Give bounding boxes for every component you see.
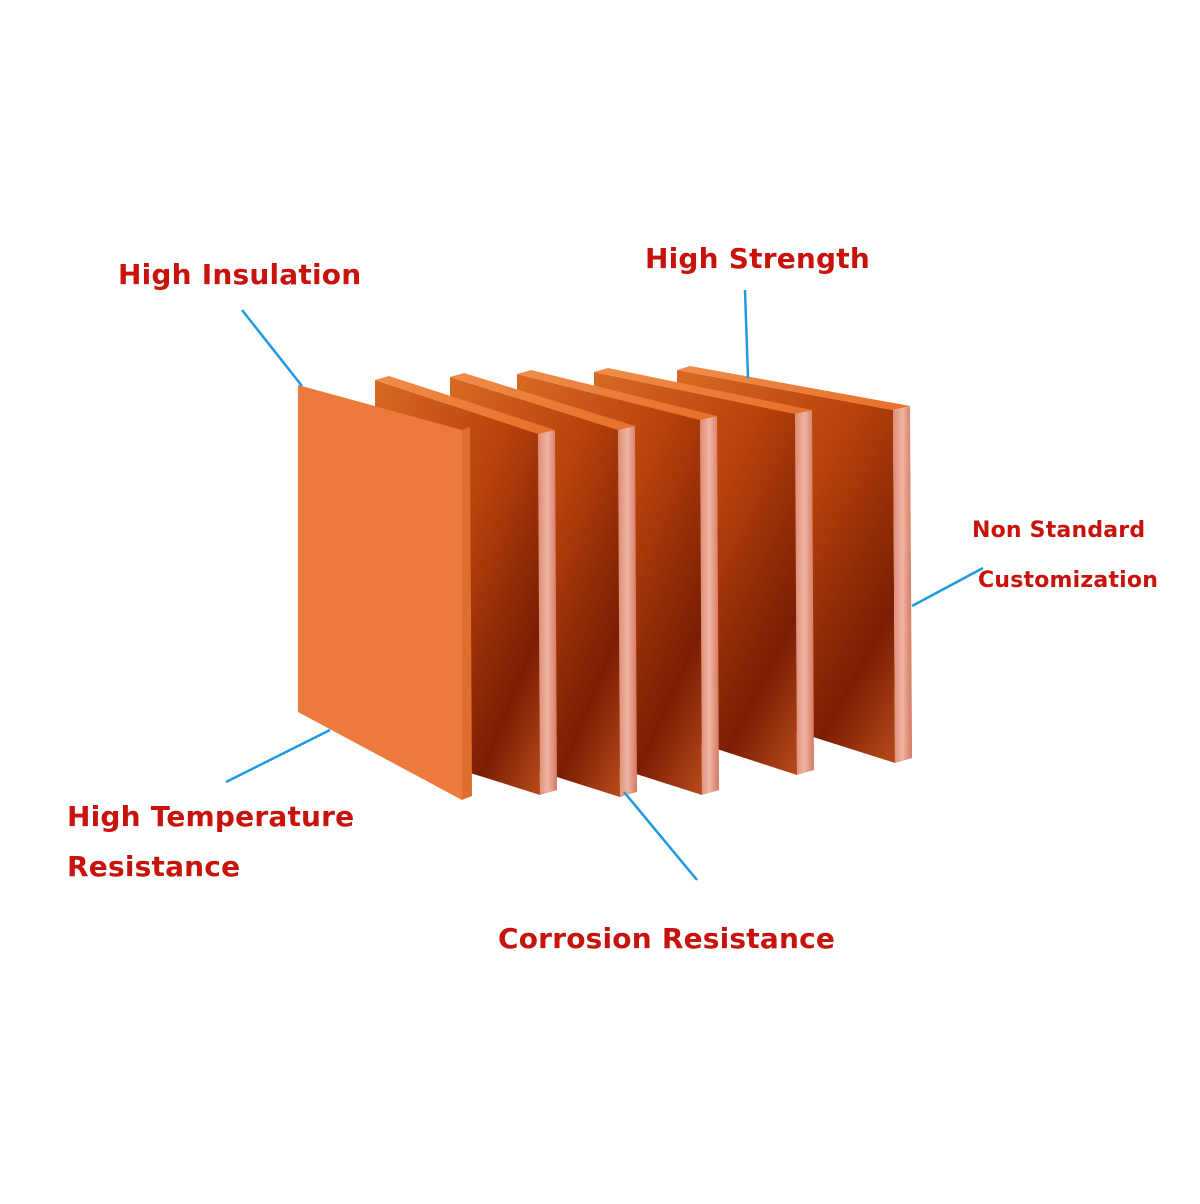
leader-line-customization [911, 566, 984, 608]
callout-corrosion-resistance: Corrosion Resistance [498, 922, 836, 955]
callout-customization: Customization [978, 568, 1159, 593]
sheet-1-front [298, 385, 472, 800]
leader-line-high-strength [743, 289, 750, 379]
callout-high-strength: High Strength [645, 242, 871, 275]
leader-line-high-temperature [225, 728, 331, 784]
callout-high-insulation: High Insulation [118, 258, 362, 291]
callout-high-temperature: High Temperature [67, 800, 355, 833]
callout-non-standard: Non Standard [972, 518, 1146, 543]
callout-resistance: Resistance [67, 850, 241, 883]
leader-line-high-insulation [241, 309, 303, 387]
leader-line-corrosion [623, 791, 698, 881]
leader-lines [225, 289, 984, 881]
